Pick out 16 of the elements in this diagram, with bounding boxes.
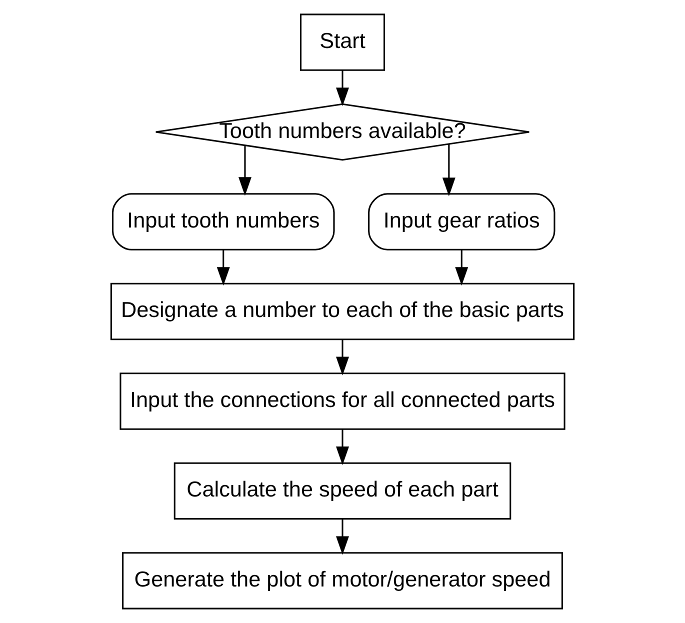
arrow (238, 146, 252, 196)
node-diamond: Tooth numbers available? (155, 103, 530, 161)
arrow (336, 429, 349, 466)
arrow (455, 250, 468, 286)
node-box: Start (300, 14, 386, 71)
arrow (216, 250, 230, 286)
arrow (336, 70, 349, 106)
arrow (336, 518, 349, 555)
arrow (442, 144, 456, 196)
node-box: Input tooth numbers (112, 193, 335, 250)
node-box: Input gear ratios (368, 193, 556, 250)
node-box: Generate the plot of motor/generator speed (122, 552, 563, 610)
arrow (336, 339, 349, 376)
node-box: Input the connections for all connected parts (120, 372, 566, 430)
node-box: Designate a number to each of the basic parts (110, 282, 575, 340)
node-box: Calculate the speed of each part (174, 462, 512, 520)
